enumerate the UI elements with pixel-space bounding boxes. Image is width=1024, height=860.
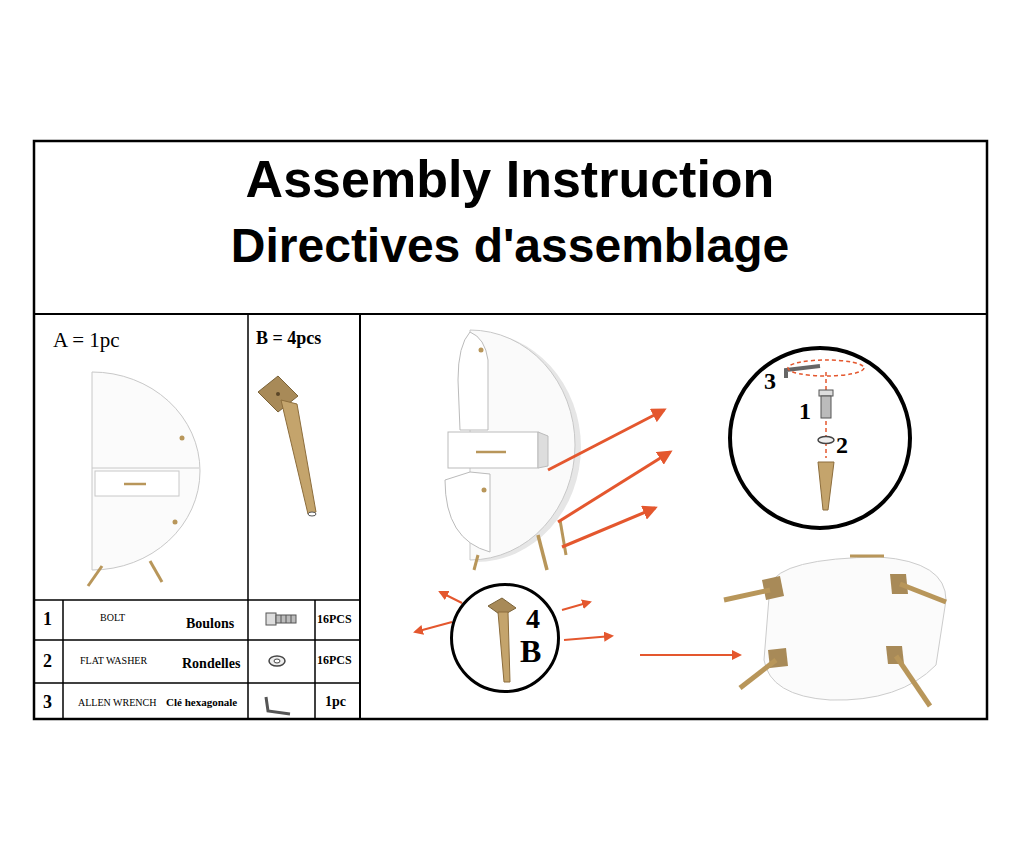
direction-arrows	[415, 410, 740, 655]
cabinet-a-part	[95, 471, 179, 496]
subtitle: Directives d'assemblage	[231, 218, 789, 273]
part-circle: 4B	[450, 583, 560, 693]
frame-lines-part	[34, 313, 987, 315]
frame-lines-part	[34, 599, 360, 601]
direction-arrows-part	[562, 602, 590, 610]
cabinet-open-part	[479, 348, 484, 353]
part-header: A = 1pc	[53, 328, 120, 352]
direction-arrows-part	[564, 636, 612, 640]
hardware-icons-part	[266, 613, 276, 625]
cabinet-upside-down-part	[850, 555, 884, 558]
frame-lines-part	[62, 600, 64, 719]
frame-lines-part	[247, 314, 249, 719]
cabinet-a-part	[124, 483, 146, 486]
circle-outline	[450, 583, 560, 693]
frame-lines-part	[34, 682, 360, 684]
part-cell: A = 1pc	[35, 316, 247, 599]
part-cell: B = 4pcs	[250, 316, 359, 599]
part-name-fr: Clé hexagonale	[166, 696, 237, 709]
title: Assembly Instruction	[246, 150, 775, 210]
hardware-icons-part	[274, 659, 280, 663]
callout-number: 2	[836, 432, 848, 460]
frame-lines-part	[314, 600, 316, 719]
cabinet-open-part	[448, 432, 538, 468]
cabinet-upside-down-part	[724, 590, 770, 600]
cabinet-open-part	[560, 520, 566, 555]
part-name-fr: Rondelles	[182, 656, 240, 672]
detail-assembly-part	[818, 437, 834, 444]
quantity: 16PCS	[317, 654, 352, 668]
direction-arrows-part	[562, 508, 655, 547]
leg-in-circle-part	[498, 612, 510, 682]
hardware-icons-part	[291, 615, 292, 623]
hardware-icons-part	[276, 615, 296, 623]
hardware-icons-part	[269, 656, 285, 666]
circle-outline	[728, 346, 912, 530]
cabinet-open-part	[476, 451, 506, 454]
part-name: BOLT	[100, 612, 125, 624]
cabinet-upside-down-part	[900, 584, 946, 602]
cabinet-open-part	[482, 488, 487, 493]
cabinet-open-part	[538, 432, 548, 468]
frame-lines-part	[34, 639, 360, 641]
direction-arrows-part	[415, 622, 452, 632]
cabinet-a	[88, 372, 200, 586]
cabinet-open-part	[458, 332, 488, 430]
leg-b-part	[308, 512, 316, 516]
hardware-icons	[266, 613, 296, 714]
cabinet-open	[445, 330, 581, 570]
cabinet-upside-down-part	[764, 557, 946, 700]
detail-assembly	[786, 360, 864, 510]
part-name: ALLEN WRENCH	[78, 697, 156, 709]
part-name: FLAT WASHER	[80, 655, 147, 667]
quantity-number: 4	[526, 603, 540, 635]
leg-b-part	[276, 392, 280, 396]
leg-b	[258, 376, 316, 516]
cabinet-a-part	[92, 468, 199, 469]
quantity: 16PCS	[317, 613, 352, 627]
detail-circle: 312	[728, 346, 912, 530]
cabinet-open-part	[474, 555, 478, 570]
row-number: 1	[43, 609, 52, 630]
cabinet-a-part	[88, 566, 102, 586]
cabinet-upside-down	[724, 556, 946, 706]
leg-in-circle	[488, 598, 516, 682]
cabinet-open-part	[538, 535, 547, 570]
detail-assembly-part	[821, 396, 831, 418]
detail-assembly-part	[818, 462, 834, 510]
cabinet-upside-down-part	[740, 660, 776, 688]
callout-number: 3	[764, 368, 776, 396]
cabinet-upside-down-part	[762, 576, 784, 600]
cabinet-a-part	[92, 372, 200, 570]
direction-arrows-part	[640, 654, 740, 656]
hardware-icons-part	[281, 615, 282, 623]
circle-outline	[730, 348, 910, 528]
row-number: 2	[43, 651, 52, 672]
frame-lines-part	[34, 141, 987, 719]
cabinet-a-part	[173, 520, 178, 525]
hardware-icons-part	[286, 615, 287, 623]
direction-arrows-part	[558, 452, 670, 522]
leg-b-part	[281, 400, 316, 514]
cabinet-open-part	[445, 472, 490, 552]
cabinet-a-part	[150, 561, 162, 582]
part-header: B = 4pcs	[256, 328, 321, 349]
circle-outline	[452, 585, 559, 692]
cabinet-upside-down-part	[896, 656, 930, 706]
detail-assembly-part	[819, 390, 833, 396]
cabinet-a-part	[180, 436, 185, 441]
hardware-icons-part	[266, 697, 290, 714]
direction-arrows-part	[440, 592, 462, 603]
frame-lines-part	[359, 314, 361, 719]
row-number: 3	[43, 692, 52, 713]
quantity: 1pc	[325, 694, 346, 710]
part-letter: B	[520, 633, 541, 670]
part-name-fr: Boulons	[186, 616, 234, 632]
frame-lines	[34, 141, 987, 719]
callout-number: 1	[799, 398, 811, 426]
direction-arrows-part	[548, 410, 664, 470]
